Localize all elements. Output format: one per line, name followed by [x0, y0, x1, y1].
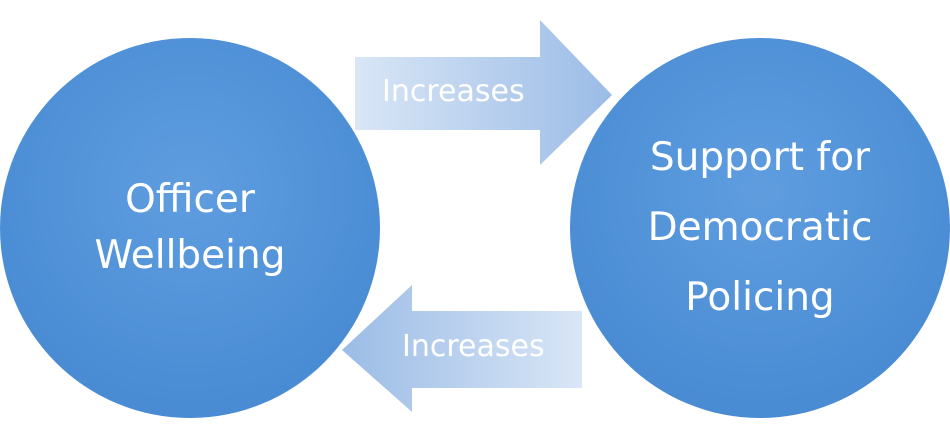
- node-officer-wellbeing: Officer Wellbeing: [0, 38, 380, 418]
- arrow-left-label: Increases: [402, 329, 545, 364]
- node-support-democratic-policing: Support for Democratic Policing: [570, 38, 950, 418]
- node-label-line: Support for: [649, 135, 871, 180]
- arrow-left-shape: [342, 285, 582, 412]
- node-label-line: Wellbeing: [94, 233, 286, 278]
- node-label-line: Policing: [685, 275, 835, 320]
- node-label-line: Officer: [125, 177, 255, 222]
- arrow-right-label: Increases: [382, 74, 525, 109]
- arrow-right-shape: [355, 20, 612, 165]
- node-label-line: Democratic: [647, 205, 873, 250]
